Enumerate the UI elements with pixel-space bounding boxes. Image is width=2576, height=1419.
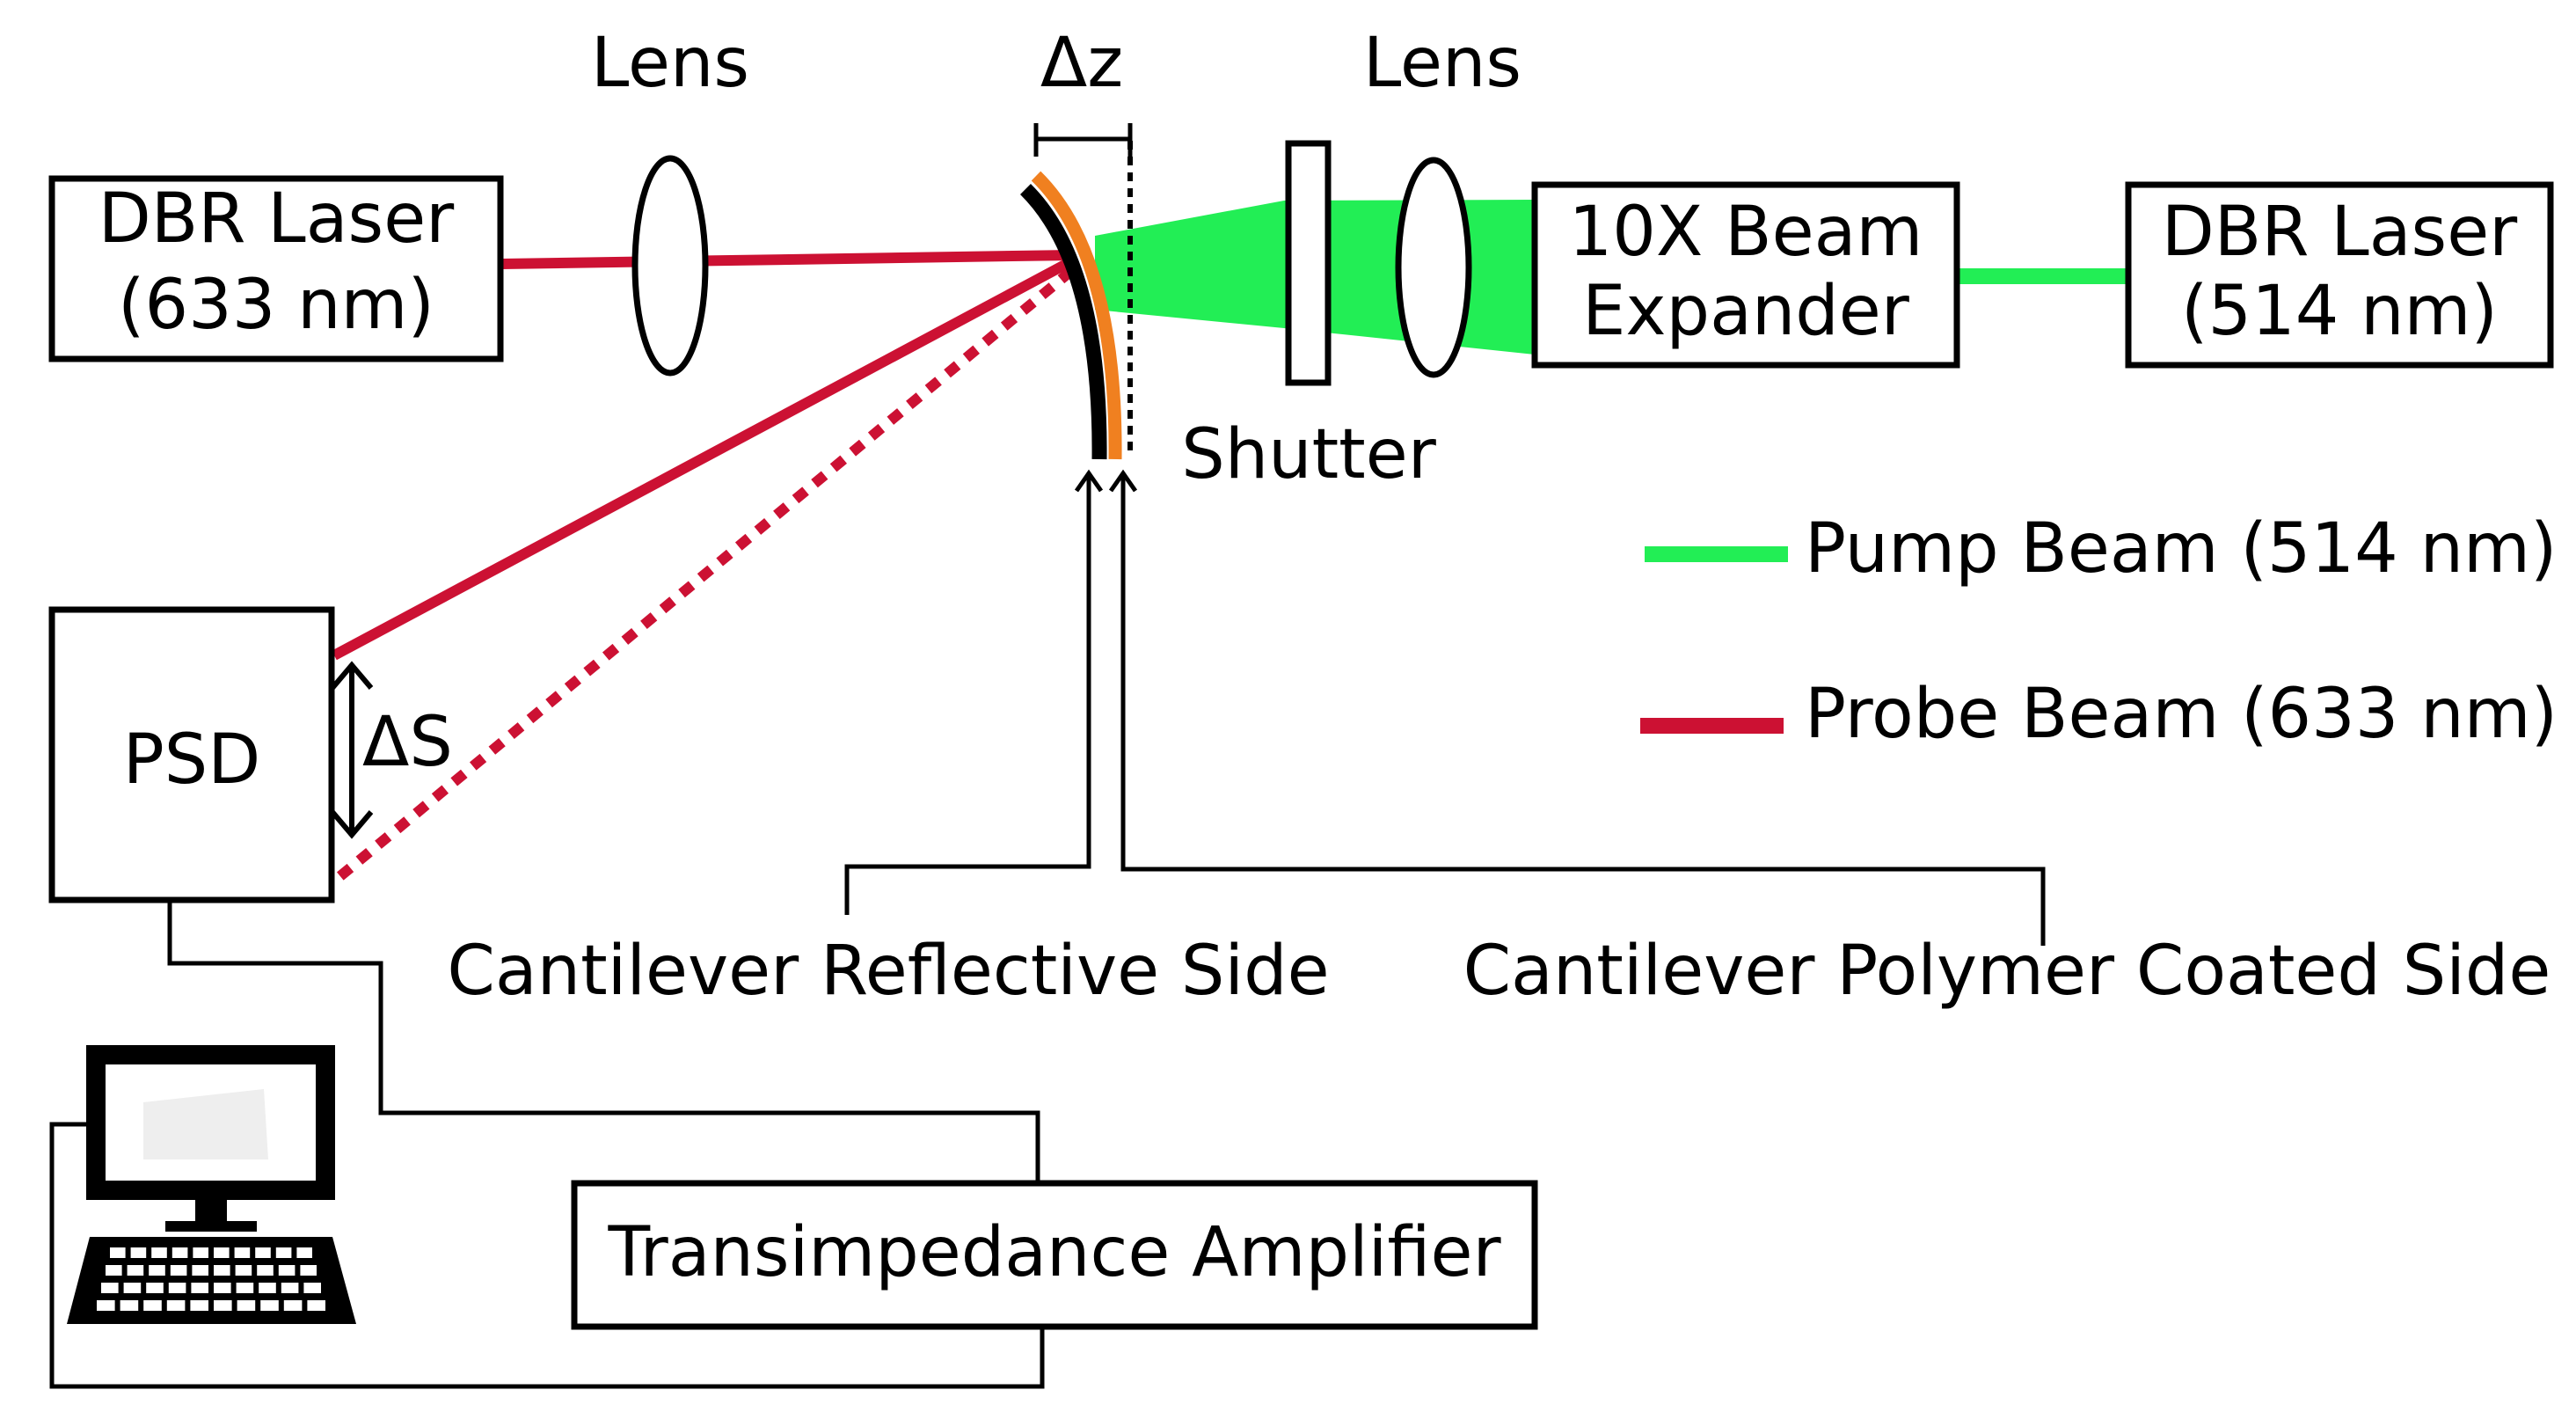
keyboard-key <box>300 1265 317 1276</box>
keyboard-key <box>260 1300 279 1311</box>
keyboard-key <box>151 1247 167 1258</box>
laser-633-label-line1: DBR Laser <box>99 179 455 259</box>
cantilever-polymer-coating <box>1031 171 1122 460</box>
laser-633-box <box>48 175 504 362</box>
wire-psd-to-amplifier <box>167 900 1040 1183</box>
shutter-label: Shutter <box>1181 415 1437 494</box>
cantilever-reflective-layer <box>1019 183 1107 460</box>
keyboard-key <box>190 1300 208 1311</box>
wire-amplifier-to-computer <box>49 1122 1045 1389</box>
keyboard-key <box>120 1300 139 1311</box>
polymer-side-leader <box>1120 475 2046 946</box>
legend-probe-label: Probe Beam (633 nm) <box>1805 675 2558 754</box>
probe-beam-reflected <box>332 255 1076 661</box>
psd-label: PSD <box>123 720 261 800</box>
keyboard-key <box>281 1283 299 1293</box>
keyboard-key <box>259 1283 276 1293</box>
delta-s-label: ΔS <box>362 703 453 782</box>
beam-expander-label-line1: 10X Beam <box>1569 193 1923 272</box>
reflective-side-label: Cantilever Reflective Side <box>447 932 1329 1011</box>
keyboard-key <box>237 1300 256 1311</box>
keyboard-key <box>192 1265 208 1276</box>
keyboard-key <box>127 1265 144 1276</box>
keyboard-key <box>123 1283 142 1293</box>
keyboard-key <box>143 1300 162 1311</box>
keyboard-key <box>149 1265 165 1276</box>
keyboard-key <box>214 1265 230 1276</box>
delta-s-arrowhead-bottom <box>330 810 374 839</box>
psd-box <box>48 606 335 903</box>
keyboard-key <box>236 1283 254 1293</box>
keyboard-key <box>296 1247 312 1258</box>
keyboard-key <box>234 1247 251 1258</box>
reflective-side-arrowhead <box>1074 469 1104 493</box>
lens-right-label: Lens <box>1363 24 1522 103</box>
keyboard-key <box>166 1300 186 1311</box>
keyboard-key <box>257 1265 274 1276</box>
beam-expander-box <box>1531 181 1960 369</box>
keyboard-key <box>97 1300 115 1311</box>
keyboard-key <box>191 1283 208 1293</box>
keyboard-key <box>171 1247 188 1258</box>
lens-left-label: Lens <box>591 24 749 103</box>
laser-633-label-line2: (633 nm) <box>118 266 434 345</box>
polymer-side-label: Cantilever Polymer Coated Side <box>1463 932 2551 1011</box>
delta-s-arrowhead-top <box>330 661 374 690</box>
lens-right <box>1395 157 1472 378</box>
keyboard-key <box>110 1247 126 1258</box>
keyboard-key <box>106 1265 122 1276</box>
keyboard-key <box>307 1300 325 1311</box>
keyboard-key <box>214 1247 230 1258</box>
laser-514-label-line2: (514 nm) <box>2181 272 2498 351</box>
probe-beam-incident <box>500 250 1074 269</box>
laser-514-label-line1: DBR Laser <box>2162 193 2518 272</box>
legend-pump-label: Pump Beam (514 nm) <box>1805 509 2557 589</box>
keyboard-key <box>101 1283 119 1293</box>
keyboard-key <box>303 1283 321 1293</box>
keyboard-key <box>278 1265 296 1276</box>
keyboard-key <box>170 1265 187 1276</box>
keyboard-key <box>168 1283 186 1293</box>
probe-beam-reflected-deflected <box>332 267 1075 884</box>
beam-expander-label-line2: Expander <box>1582 272 1910 351</box>
keyboard-key <box>193 1247 208 1258</box>
keyboard-key <box>130 1247 147 1258</box>
laser-514-box <box>2125 181 2554 369</box>
reflective-side-leader <box>844 475 1091 915</box>
amplifier-label: Transimpedance Amplifier <box>607 1213 1501 1292</box>
amplifier-box <box>571 1180 1538 1330</box>
computer-icon <box>67 1045 356 1324</box>
keyboard-key <box>255 1247 271 1258</box>
delta-z-label: Δz <box>1040 24 1123 103</box>
keyboard-key <box>214 1300 232 1311</box>
lens-left <box>631 155 709 377</box>
keyboard-key <box>275 1247 292 1258</box>
polymer-side-arrowhead <box>1108 469 1138 493</box>
keyboard-key <box>146 1283 164 1293</box>
keyboard-key <box>283 1300 303 1311</box>
keyboard-key <box>214 1283 231 1293</box>
shutter <box>1285 140 1332 386</box>
keyboard-key <box>235 1265 252 1276</box>
